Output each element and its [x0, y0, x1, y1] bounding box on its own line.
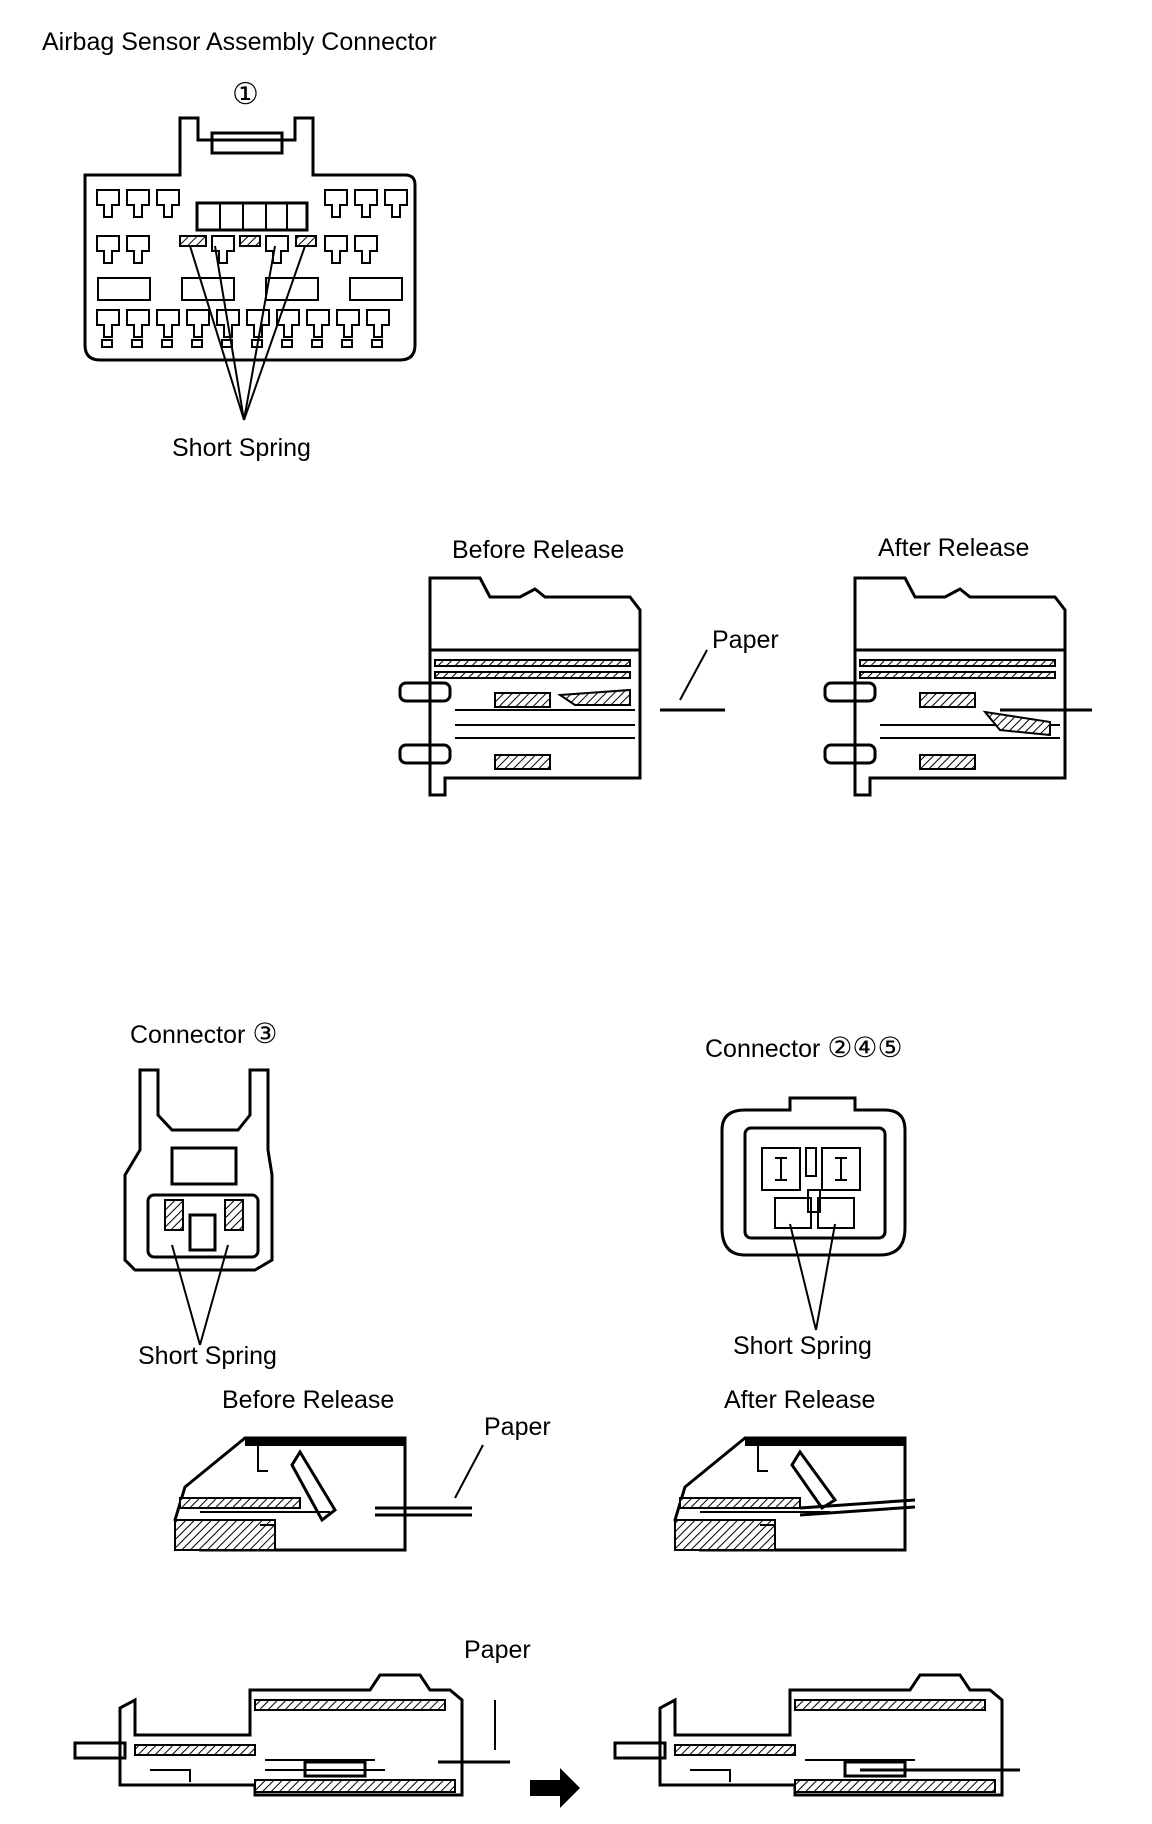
release-mid-after-label: After Release	[724, 1386, 876, 1414]
release-top-paper-label: Paper	[712, 626, 779, 654]
release-top-before-drawing	[398, 576, 725, 797]
connector-3-drawing	[123, 1068, 274, 1346]
release-bottom-after-drawing	[613, 1673, 1020, 1797]
release-bottom-before-drawing	[73, 1673, 510, 1797]
diagram-title: Airbag Sensor Assembly Connector	[42, 28, 437, 56]
connector-3-label: Connector ③	[130, 1020, 277, 1048]
connector-3-label-text: Connector	[130, 1021, 246, 1049]
release-mid-after-drawing	[673, 1436, 916, 1552]
release-bottom-paper-label: Paper	[464, 1636, 531, 1664]
release-top-after-label: After Release	[878, 534, 1030, 562]
release-top-before-label: Before Release	[452, 536, 625, 564]
connector-1-short-spring-label: Short Spring	[172, 434, 311, 462]
release-mid-before-label: Before Release	[222, 1386, 395, 1414]
arrow-icon	[530, 1768, 580, 1808]
connector-245-drawing	[720, 1096, 907, 1331]
connector-245-numbers: ②④⑤	[827, 1032, 903, 1063]
connector-1-drawing	[83, 116, 417, 421]
release-mid-paper-label: Paper	[484, 1413, 551, 1441]
connector-1-number: ①	[232, 78, 259, 111]
connector-3-short-spring-label: Short Spring	[138, 1342, 277, 1370]
release-mid-before-drawing	[173, 1436, 484, 1552]
connector-245-short-spring-label: Short Spring	[733, 1332, 872, 1360]
connector-245-label: Connector ②④⑤	[705, 1034, 903, 1062]
connector-245-label-text: Connector	[705, 1035, 821, 1063]
release-top-after-drawing	[823, 576, 1092, 797]
connector-3-number: ③	[252, 1018, 278, 1049]
